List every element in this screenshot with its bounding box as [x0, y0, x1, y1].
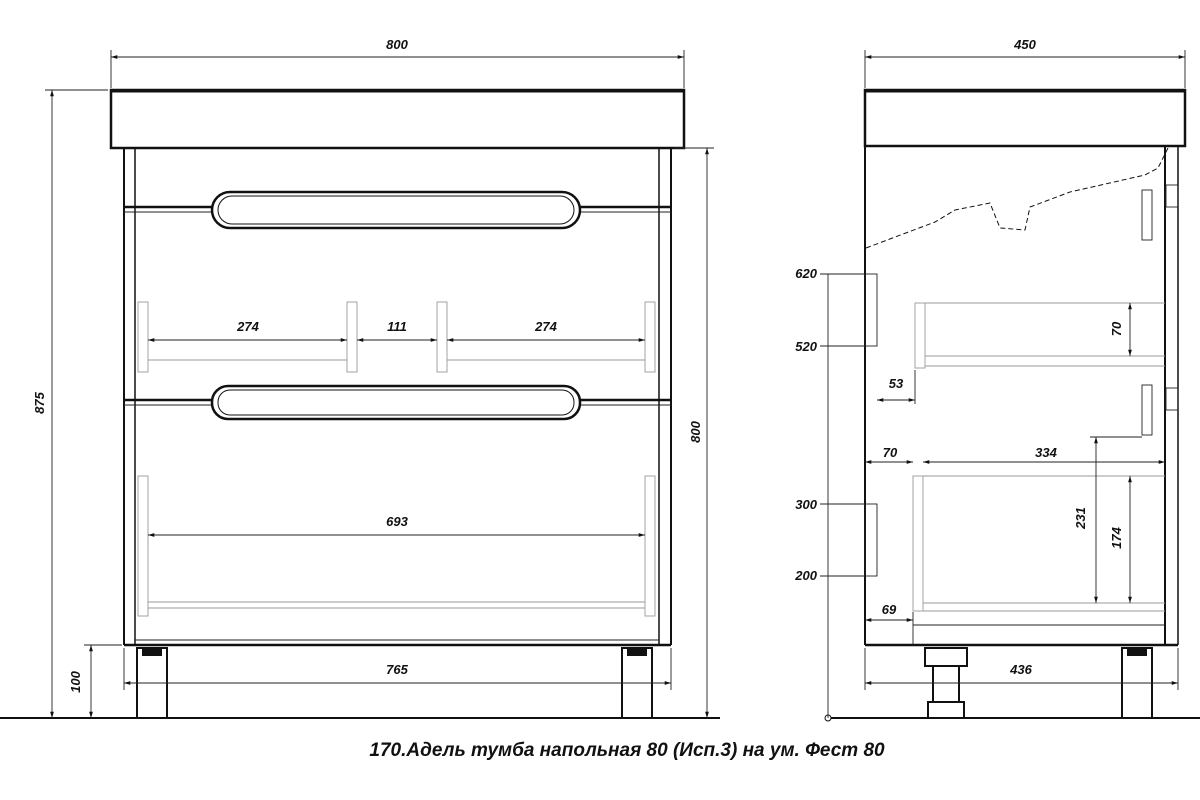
front-cabinet-body — [123, 147, 672, 647]
front-handle-top — [210, 190, 582, 230]
level-620-label: 620 — [795, 266, 817, 281]
front-width-label: 800 — [386, 37, 408, 52]
drawer1-left-width-label: 274 — [236, 319, 259, 334]
height-70-label: 70 — [1109, 321, 1124, 336]
height-231-label: 231 — [1073, 507, 1088, 530]
side-view: 450 620 520 300 200 53 70 70 334 231 174… — [794, 37, 1200, 722]
front-view: 800 875 100 800 274 111 274 693 765 — [0, 37, 720, 719]
drawer1-right-width-label: 274 — [534, 319, 557, 334]
inner-depth-334-label: 334 — [1035, 445, 1057, 460]
level-200-label: 200 — [794, 568, 817, 583]
front-sink-top — [109, 88, 686, 150]
side-base-depth-label: 436 — [1009, 662, 1032, 677]
offset-69-label: 69 — [882, 602, 897, 617]
offset-53-label: 53 — [889, 376, 904, 391]
front-base-width-label: 765 — [386, 662, 408, 677]
side-siphon — [924, 647, 968, 667]
side-cabinet-body — [864, 146, 1179, 647]
front-body-height-label: 800 — [688, 420, 703, 442]
level-520-label: 520 — [795, 339, 817, 354]
drawer1-gap-label: 111 — [387, 319, 407, 334]
height-174-label: 174 — [1109, 526, 1124, 548]
side-depth-label: 450 — [1013, 37, 1036, 52]
front-handle-bottom — [210, 384, 582, 421]
side-sink-top — [863, 88, 1187, 148]
front-total-height-label: 875 — [32, 391, 47, 413]
front-leg-height-label: 100 — [68, 670, 83, 692]
offset-70-label: 70 — [883, 445, 898, 460]
drawing-caption: 170.Адель тумба напольная 80 (Исп.3) на … — [369, 740, 885, 761]
drawer2-width-label: 693 — [386, 514, 408, 529]
level-300-label: 300 — [795, 497, 817, 512]
